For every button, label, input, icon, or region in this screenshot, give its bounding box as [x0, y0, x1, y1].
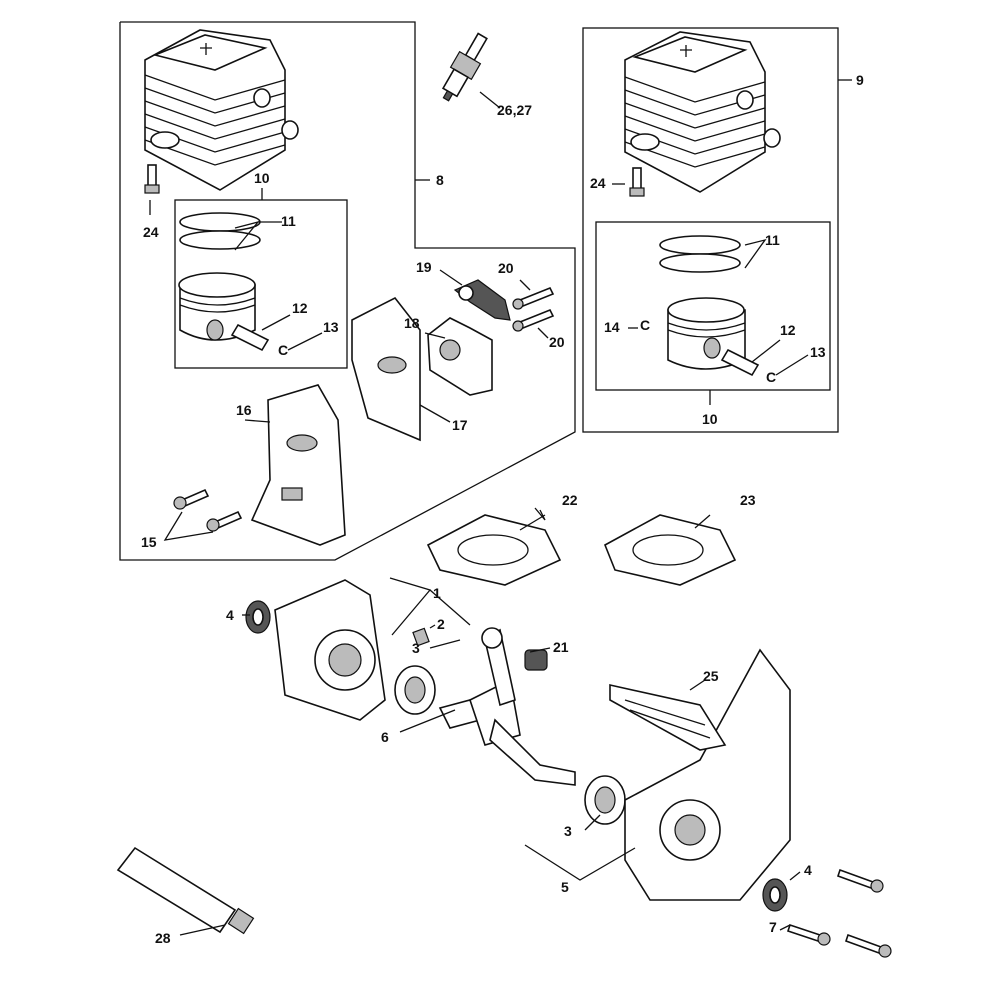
assembly-9-frame: [582, 27, 839, 433]
label-14: 14: [604, 319, 620, 335]
label-23: 23: [740, 492, 756, 508]
screw-7[interactable]: [786, 923, 831, 946]
label-11-right: 11: [765, 232, 780, 248]
screw-15-top[interactable]: [173, 488, 210, 510]
screw-20-top[interactable]: [512, 286, 555, 310]
screw-bottom-right[interactable]: [844, 933, 892, 958]
label-9: 9: [856, 72, 864, 88]
label-25: 25: [703, 668, 719, 684]
screw-top-right[interactable]: [836, 868, 884, 893]
gasket-17[interactable]: [351, 296, 421, 442]
bearing-3-top[interactable]: [394, 665, 436, 715]
piston-pin-right[interactable]: [720, 348, 760, 377]
svg-text:C: C: [278, 342, 288, 358]
part-labels: 8 9 10 10 11 11 12 12 13 13 14 24 24 26,…: [141, 72, 864, 946]
label-15: 15: [141, 534, 157, 550]
label-18: 18: [404, 315, 420, 331]
crankshaft-6[interactable]: [438, 627, 576, 786]
label-10-right: 10: [702, 411, 718, 427]
label-13-right: 13: [810, 344, 826, 360]
label-19: 19: [416, 259, 432, 275]
label-26-27: 26,27: [497, 102, 532, 118]
label-22: 22: [562, 492, 578, 508]
manifold-19[interactable]: [453, 279, 511, 321]
screw-15-bottom[interactable]: [206, 510, 243, 532]
cylinder-left[interactable]: [144, 29, 299, 191]
label-11-left: 11: [281, 213, 296, 229]
cylinder-right[interactable]: [624, 31, 781, 193]
label-6: 6: [381, 729, 389, 745]
piston-rings-right[interactable]: [659, 235, 741, 273]
label-24-left: 24: [143, 224, 159, 240]
baffle-25[interactable]: [609, 684, 727, 751]
label-28: 28: [155, 930, 171, 946]
leader-lines: [149, 79, 852, 936]
label-8: 8: [436, 172, 444, 188]
label-2: 2: [437, 616, 445, 632]
label-20-top: 20: [498, 260, 514, 276]
label-7: 7: [769, 919, 777, 935]
gasket-23[interactable]: [603, 514, 737, 586]
heat-shield-16[interactable]: [250, 384, 346, 546]
label-21: 21: [553, 639, 569, 655]
label-17: 17: [452, 417, 468, 433]
label-13-left: 13: [323, 319, 339, 335]
label-4-left: 4: [226, 607, 234, 623]
label-12-right: 12: [780, 322, 796, 338]
crankcase-half-1[interactable]: [274, 579, 386, 721]
label-3-top: 3: [412, 640, 420, 656]
label-12-left: 12: [292, 300, 308, 316]
label-4-right: 4: [804, 862, 812, 878]
label-1: 1: [433, 585, 441, 601]
label-24-right: 24: [590, 175, 606, 191]
label-5: 5: [561, 879, 569, 895]
piston-left[interactable]: [178, 272, 256, 341]
screw-24-right[interactable]: [629, 167, 645, 197]
piston-rings-left[interactable]: [179, 212, 261, 250]
label-20-bottom: 20: [549, 334, 565, 350]
intake-flange-18[interactable]: [427, 317, 493, 396]
crankcase-half-5[interactable]: [624, 648, 791, 901]
screw-20-bottom[interactable]: [512, 308, 555, 332]
label-3-bottom: 3: [564, 823, 572, 839]
dowel-pin-2[interactable]: [412, 627, 430, 647]
assembly-8-frame: [119, 21, 576, 561]
label-10-left: 10: [254, 170, 270, 186]
svg-text:C: C: [766, 369, 776, 385]
spark-plug[interactable]: [436, 30, 493, 105]
screw-24-left[interactable]: [144, 164, 160, 194]
label-16: 16: [236, 402, 252, 418]
grease-tube-28[interactable]: [116, 846, 255, 935]
seal-4-left[interactable]: [245, 600, 271, 634]
svg-text:C: C: [640, 317, 650, 333]
needle-bearing-21[interactable]: [524, 649, 548, 671]
piston-kit-10-frame-right: [595, 221, 831, 391]
bearing-3-bottom[interactable]: [584, 775, 626, 825]
gasket-22[interactable]: [426, 514, 562, 586]
seal-4-right[interactable]: [762, 878, 788, 912]
piston-kit-10-frame-left: [174, 199, 348, 369]
piston-pin-left[interactable]: [230, 323, 270, 352]
